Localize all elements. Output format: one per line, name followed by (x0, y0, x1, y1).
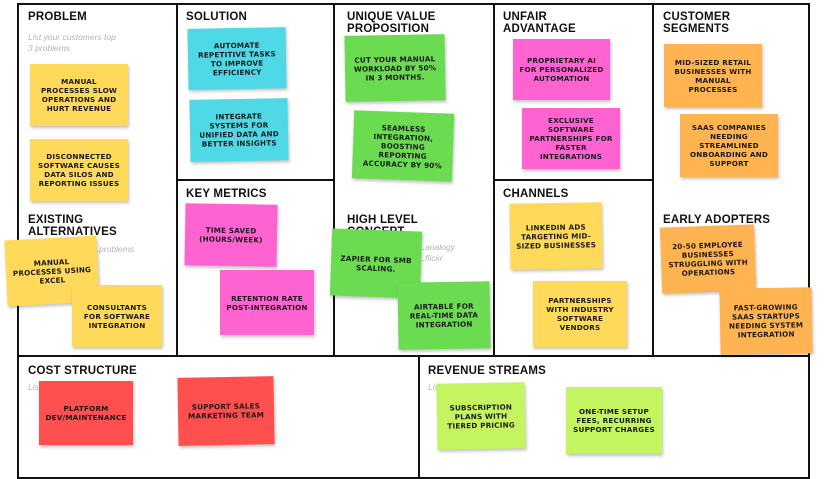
solution-title: SOLUTION (186, 11, 248, 23)
problem-title: PROBLEM (28, 11, 87, 23)
uvp-note-1[interactable]: Cut your manual workload by 50% in 3 mon… (344, 34, 446, 102)
customer-segments-title: CUSTOMER SEGMENTS (663, 11, 731, 35)
problem-note-2[interactable]: Disconnected software causes data silos … (30, 139, 128, 201)
channel-note-1[interactable]: LinkedIn ads targeting mid-sized busines… (509, 202, 603, 270)
existing-alternatives-hint: ...problems (92, 244, 135, 254)
segment-note-1[interactable]: Mid-sized retail businesses with manual … (664, 44, 762, 107)
key-metrics-title: KEY METRICS (186, 188, 267, 200)
cost-note-1[interactable]: Platform dev/maintenance (39, 381, 133, 445)
revenue-streams-title: REVENUE STREAMS (428, 365, 547, 377)
cost-structure-title: COST STRUCTURE (28, 365, 137, 377)
advantage-note-1[interactable]: Proprietary AI for personalized automati… (513, 39, 610, 100)
uvp-title: UNIQUE VALUE PROPOSITION (347, 11, 436, 35)
cost-note-2[interactable]: Support sales marketing team (177, 376, 275, 446)
revenue-note-2[interactable]: One-time setup fees, recurring support c… (566, 387, 662, 454)
segment-note-2[interactable]: SaaS companies needing streamlined onboa… (680, 114, 778, 177)
adopter-note-2[interactable]: Fast-growing SaaS startups needing syste… (719, 287, 813, 355)
early-adopters-title: EARLY ADOPTERS (663, 214, 771, 226)
solution-note-1[interactable]: Automate repetitive tasks to improve eff… (187, 27, 287, 90)
channel-note-2[interactable]: Partnerships with industry software vend… (533, 281, 627, 347)
solution-note-2[interactable]: Integrate systems for unified data and b… (189, 98, 289, 162)
high-level-concept-hint: ...analogy ...flickr (418, 242, 455, 263)
existing-alternatives-title: EXISTING ALTERNATIVES (28, 214, 117, 238)
problem-note-1[interactable]: Manual processes slow operations and hur… (30, 64, 128, 126)
uvp-note-2[interactable]: Seamless integration, boosting reporting… (351, 110, 455, 182)
revenue-note-1[interactable]: Subscription plans with tiered pricing (436, 382, 526, 450)
problem-hint: List your customers top 3 problems (28, 32, 116, 53)
advantage-note-2[interactable]: Exclusive software partnerships for fast… (522, 108, 620, 169)
metric-note-2[interactable]: Retention rate post-integration (220, 270, 314, 335)
metric-note-1[interactable]: Time saved (hours/week) (184, 203, 278, 267)
adopter-note-1[interactable]: 20-50 employee businesses struggling wit… (659, 224, 757, 294)
alternative-note-2[interactable]: Consultants for software integration (72, 285, 162, 347)
unfair-advantage-title: UNFAIR ADVANTAGE (503, 11, 576, 35)
channels-title: CHANNELS (503, 188, 569, 200)
concept-note-2[interactable]: Airtable for real-time data integration (397, 281, 491, 350)
